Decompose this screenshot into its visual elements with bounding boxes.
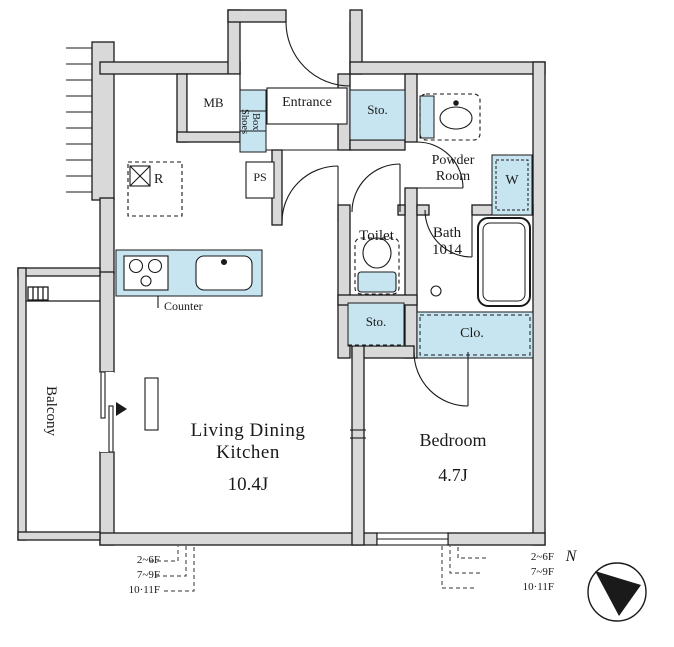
floor-note: 7~9F [530, 566, 554, 578]
door-swings [281, 21, 473, 407]
label-washer: W [505, 173, 519, 188]
label-bedroom: Bedroom 4.7J [378, 430, 528, 485]
bath-fixtures [430, 217, 531, 307]
label-bedroom-size: 4.7J [438, 464, 468, 485]
label-entrance: Entrance [282, 95, 332, 110]
label-meter-box: MB [203, 95, 224, 110]
compass [587, 562, 647, 622]
label-counter: Counter [164, 299, 203, 313]
label-shoes-box-line1: Shoes [239, 109, 251, 135]
label-north: N [565, 548, 577, 565]
label-ldk-size: 10.4J [227, 473, 269, 495]
floor-notes-right: 2~6F 7~9F 10·11F [486, 550, 554, 595]
label-ldk: Living Dining Kitchen 10.4J [142, 420, 354, 496]
label-shoes-box-line2: Box [250, 113, 262, 131]
entry-direction-triangle [116, 402, 127, 416]
outer-walls [91, 9, 546, 546]
floor-note: 10·11F [522, 581, 554, 593]
floor-notes-left: 2~6F 7~9F 10·11F [90, 553, 160, 598]
entrance-details [245, 87, 348, 199]
label-pipe-space: PS [253, 170, 267, 184]
label-storage-mid: Sto. [365, 314, 387, 329]
label-bath-size: 1014 [432, 242, 462, 259]
label-refrigerator: R [154, 172, 164, 187]
kitchen-fixtures [123, 161, 253, 308]
balcony-structure [17, 267, 101, 541]
powder-fixtures [419, 93, 481, 141]
label-ldk-line2: Kitchen [216, 441, 280, 463]
sliding-panel [144, 377, 159, 431]
floor-note-lines [150, 546, 486, 592]
window-symbols [100, 371, 449, 546]
floor-note: 2~6F [530, 551, 554, 563]
label-bath-name: Bath [432, 225, 462, 241]
label-toilet: Toilet [359, 228, 394, 244]
floor-note: 2~6F [136, 554, 160, 566]
label-balcony: Balcony [42, 386, 59, 436]
label-bedroom-name: Bedroom [419, 430, 487, 450]
toilet-fixture [354, 237, 400, 295]
floor-note: 10·11F [128, 584, 160, 596]
hatch-marks [66, 47, 92, 193]
label-ldk-line1: Living Dining [190, 420, 306, 441]
meter-box [186, 73, 241, 133]
label-powder-line2: Room [435, 169, 471, 185]
floor-note: 7~9F [136, 569, 160, 581]
label-closet: Clo. [460, 326, 484, 341]
compass-needle [595, 571, 641, 616]
label-powder-line1: Powder [431, 153, 475, 168]
label-storage-top: Sto. [367, 102, 388, 117]
